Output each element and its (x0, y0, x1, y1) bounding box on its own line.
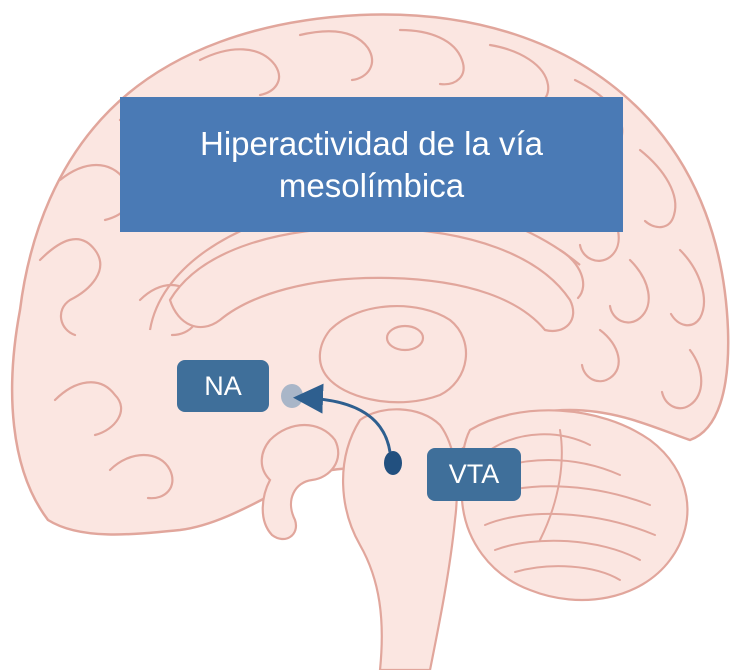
title-line-2: mesolímbica (278, 166, 465, 204)
na-label: NA (177, 360, 269, 412)
vta-label: VTA (427, 448, 521, 501)
thalamus (318, 305, 468, 404)
hypothalamus (260, 423, 340, 541)
mesolimbic-pathway-arrow (293, 383, 392, 453)
vta-marker (384, 451, 402, 475)
title-box: Hiperactividad de la vía mesolímbica (120, 97, 623, 232)
nucleus-accumbens-marker (281, 384, 303, 408)
thalamic-adhesion (385, 324, 425, 352)
title-line-1: Hiperactividad de la vía (199, 124, 544, 162)
